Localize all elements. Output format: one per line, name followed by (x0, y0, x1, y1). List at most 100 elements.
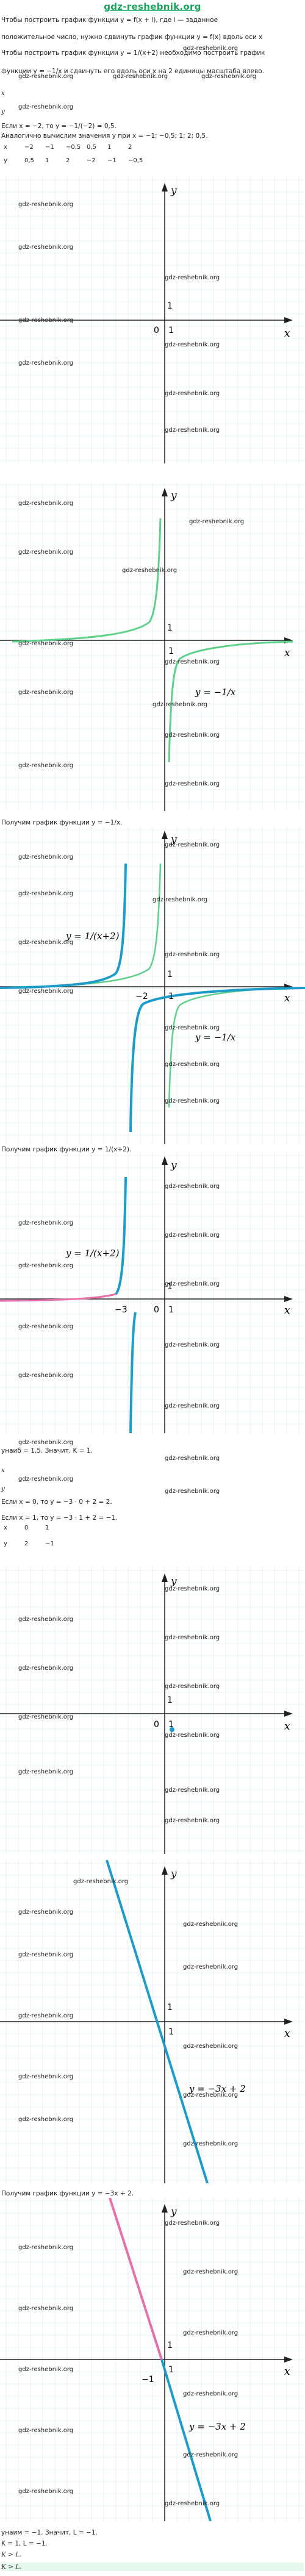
equation-shifted: y = 1/(x+2) (65, 1248, 120, 1259)
curve-right-branch (168, 640, 293, 763)
axis-x-label: x (284, 327, 290, 340)
watermark-text: gdz-reshebnik.org (18, 201, 74, 208)
watermark-text: gdz-reshebnik.org (165, 1232, 220, 1239)
watermark-text: gdz-reshebnik.org (18, 854, 74, 860)
watermark-text: gdz-reshebnik.org (165, 732, 220, 739)
watermark-text: gdz-reshebnik.org (165, 342, 220, 348)
watermark-text: gdz-reshebnik.org (183, 2043, 239, 2050)
text-kgl-2: K > L. (1, 2563, 304, 2571)
text-method-line2: функции y = −1/x и сдвинуть его вдоль ос… (1, 68, 264, 75)
var-x-label: x (1, 90, 5, 97)
table-cell: 0,5 (87, 144, 96, 151)
tick-one-x: 1 (168, 1305, 174, 1315)
watermark-text: gdz-reshebnik.org (18, 104, 74, 110)
watermark-text: gdz-reshebnik.org (18, 988, 74, 995)
line-graph-blue (160, 2359, 212, 2521)
watermark-text: gdz-reshebnik.org (18, 2427, 74, 2434)
watermark-text: gdz-reshebnik.org (165, 1183, 220, 1190)
watermark-text: gdz-reshebnik.org (18, 1952, 74, 1958)
watermark-text: gdz-reshebnik.org (18, 1220, 74, 1226)
text-rule-line2: положительное число, нужно сдвинуть граф… (1, 34, 263, 41)
restricted-pink-left (0, 1293, 117, 1302)
watermark-text: gdz-reshebnik.org (18, 2116, 74, 2123)
watermark-text: gdz-reshebnik.org (189, 518, 245, 525)
watermark-text: gdz-reshebnik.org (18, 1372, 74, 1379)
watermark-text: gdz-reshebnik.org (18, 1439, 74, 1446)
watermark-text: gdz-reshebnik.org (18, 1262, 74, 1269)
watermark-text: gdz-reshebnik.org (18, 244, 74, 251)
watermark-text: gdz-reshebnik.org (18, 939, 74, 946)
watermark-text: gdz-reshebnik.org (165, 1732, 220, 1739)
axis-y-label: y (170, 1868, 177, 1880)
table-cell: 2 (24, 1540, 29, 1547)
watermark-text: gdz-reshebnik.org (18, 1476, 74, 1483)
watermark-text: gdz-reshebnik.org (18, 2305, 74, 2312)
watermark-text: gdz-reshebnik.org (18, 500, 74, 507)
equation-line: y = −3x + 2 (188, 2421, 246, 2432)
watermark-text: gdz-reshebnik.org (18, 73, 74, 80)
watermark-text: gdz-reshebnik.org (201, 73, 257, 80)
tick-neg1: −1 (142, 2375, 154, 2385)
text-result-1: Получим график функции y = −1/x. (1, 819, 123, 826)
watermark-text: gdz-reshebnik.org (18, 762, 74, 769)
graph-restricted: x y −3 0 1 1 y = 1/(x+2) (0, 1153, 305, 1433)
watermark-text: gdz-reshebnik.org (18, 1665, 74, 1672)
axis-x-label: x (284, 1304, 290, 1317)
table-cell: 0 (24, 1525, 29, 1531)
watermark-text: gdz-reshebnik.org (18, 689, 74, 696)
watermark-text: gdz-reshebnik.org (18, 1616, 74, 1623)
restricted-blue-left (115, 1176, 127, 1295)
equation-hyperbola: y = −1/x (195, 1032, 236, 1043)
watermark-text: gdz-reshebnik.org (165, 390, 220, 397)
axis-x-label: x (284, 1720, 290, 1733)
site-brand[interactable]: gdz-reshebnik.org (104, 1, 201, 12)
origin-point (170, 1727, 174, 1732)
table-cell: −0,5 (66, 144, 81, 151)
watermark-text: gdz-reshebnik.org (152, 896, 208, 903)
tick-one-y: 1 (167, 2341, 173, 2350)
tick-one-x: 1 (168, 2365, 174, 2375)
restricted-blue-right (129, 1312, 137, 1433)
watermark-text: gdz-reshebnik.org (165, 1787, 220, 1794)
watermark-text: gdz-reshebnik.org (18, 2366, 74, 2373)
text-if-2: Если x = 1, то y = −3 · 1 + 2 = −1. (1, 1514, 118, 1522)
line-graph (106, 1860, 209, 2183)
watermark-text: gdz-reshebnik.org (183, 2330, 239, 2336)
text-ymax: yнаиб = 1,5. Значит, K = 1. (1, 1447, 93, 1454)
text-rule-line1: Чтобы построить график функции y = f(x +… (1, 16, 218, 24)
watermark-text: gdz-reshebnik.org (18, 2073, 74, 2080)
watermark-text: gdz-reshebnik.org (18, 2488, 74, 2495)
tick-one-x: 1 (168, 1720, 174, 1730)
watermark-text: gdz-reshebnik.org (165, 951, 220, 958)
tick-one-y: 1 (167, 301, 173, 311)
graph-line: x y 1 1 y = −3x + 2 (0, 1860, 305, 2183)
axis-y-label: y (170, 2206, 177, 2218)
tick-one-y: 1 (167, 2003, 173, 2012)
shifted-left-branch (0, 863, 127, 989)
watermark-text: gdz-reshebnik.org (165, 1683, 220, 1690)
tick-one-y: 1 (167, 1282, 173, 1292)
text-ymin: yнаим = −1. Значит, L = −1. (1, 2529, 98, 2536)
axis-y-label: y (170, 490, 177, 502)
watermark-text: gdz-reshebnik.org (183, 2452, 239, 2458)
watermark-text: gdz-reshebnik.org (183, 2269, 239, 2275)
axis-x-label: x (284, 2028, 290, 2040)
axis-x-label: x (284, 647, 290, 659)
table-cell: 1 (45, 1525, 49, 1531)
graph-axes: x y 0 1 1 (0, 177, 305, 463)
table-cell: −1 (45, 144, 54, 151)
tick-one-x: 1 (168, 326, 174, 335)
text-kl: K = 1, L = −1. (1, 2540, 48, 2547)
watermark-text: gdz-reshebnik.org (165, 2500, 220, 2507)
watermark-text: gdz-reshebnik.org (122, 567, 178, 574)
text-result-3: Получим график функции y = −3x + 2. (1, 2190, 134, 2197)
tick-one-y: 1 (167, 1695, 173, 1705)
var-x-label-2: x (1, 1467, 5, 1474)
watermark-text: gdz-reshebnik.org (165, 427, 220, 434)
watermark-text: gdz-reshebnik.org (183, 2092, 239, 2098)
table-cell: y (4, 1540, 7, 1547)
watermark-text: gdz-reshebnik.org (165, 1817, 220, 1824)
table-cell: x (4, 1525, 7, 1531)
table-cell: −1 (45, 1540, 54, 1547)
watermark-text: gdz-reshebnik.org (165, 2220, 220, 2227)
